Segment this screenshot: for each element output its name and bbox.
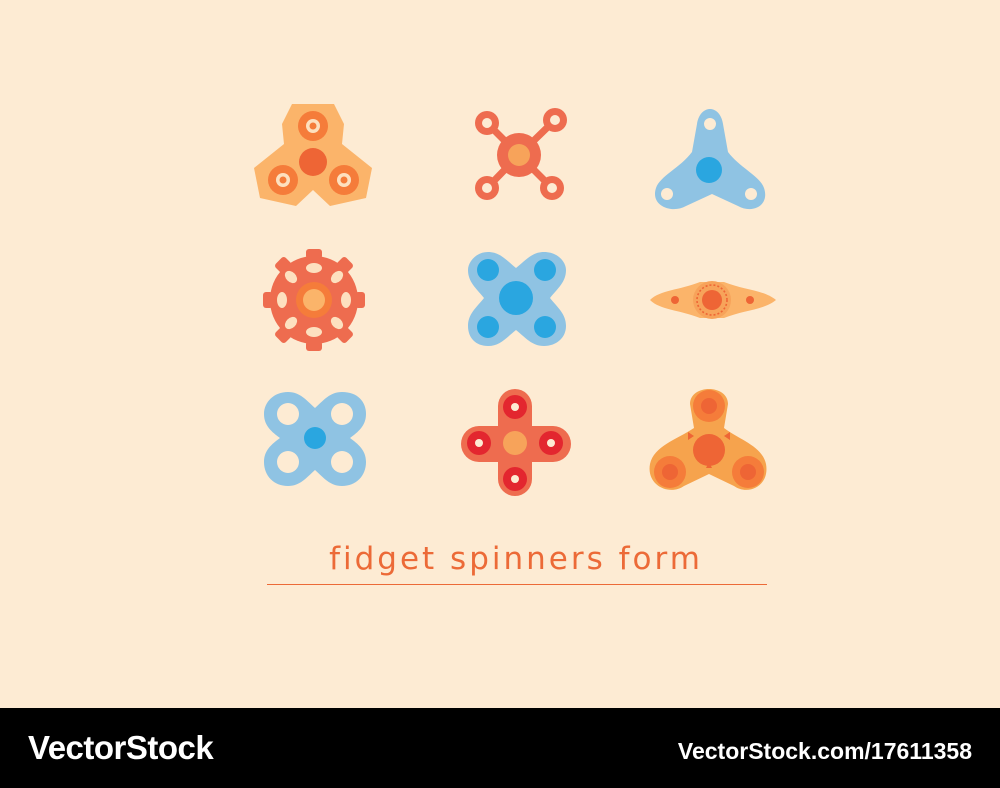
tri-amber-spinner (649, 389, 767, 490)
tri-arm-blue-spinner (654, 109, 766, 210)
stock-image-url: VectorStock.com/17611358 (677, 738, 972, 764)
spinner-grid (254, 104, 776, 496)
cross-red-spinner (461, 389, 571, 496)
quad-ring-blue-spinner (264, 392, 366, 486)
gear-coral-spinner (263, 249, 365, 351)
tri-lobe-orange-spinner (254, 104, 372, 206)
brand-logo-text: VectorStock (28, 729, 214, 766)
watermark-footer: VectorStock VectorStock.com/17611358 (0, 708, 1000, 788)
caption-title: fidget spinners form (329, 541, 703, 577)
artwork-canvas: fidget spinners form (254, 104, 776, 585)
quad-lobe-blue-spinner (468, 252, 566, 346)
bar-orange-spinner (650, 281, 776, 319)
caption-underline (267, 584, 767, 585)
four-arm-link-spinner (475, 108, 567, 200)
